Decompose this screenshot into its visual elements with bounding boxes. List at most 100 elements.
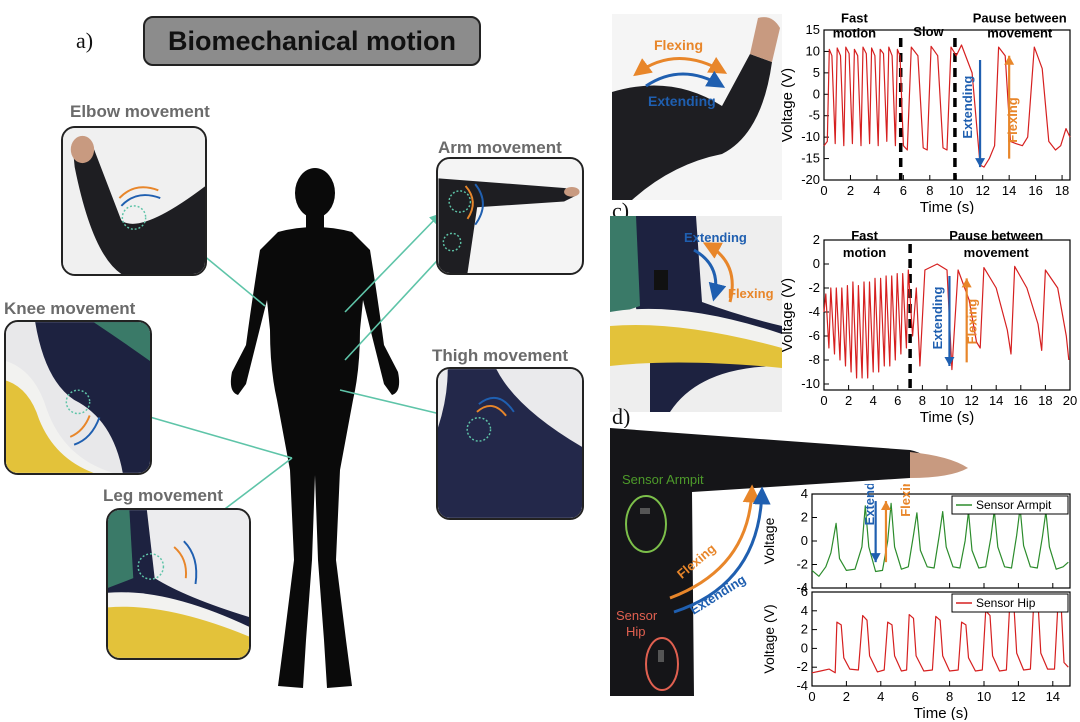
chart-c-arrow-head — [944, 357, 955, 366]
chart-b-annotation: Slow — [913, 24, 944, 39]
chart-d-hip-ytick-label: -4 — [796, 678, 808, 693]
arm-photo — [436, 157, 584, 275]
leg-photo — [106, 508, 251, 660]
chart-b-xtick-label: 6 — [900, 183, 907, 198]
knee-movement-label: Knee movement — [4, 299, 136, 318]
chart-b-annotation: movement — [987, 26, 1053, 41]
chart-b-ytick-label: 10 — [806, 43, 820, 58]
chart-d-hip-xtick-label: 6 — [912, 689, 919, 704]
chart-b-xtick-label: 8 — [926, 183, 933, 198]
chart-b-xtick-label: 14 — [1002, 183, 1016, 198]
photo-b-flexing-label: Flexing — [654, 37, 703, 53]
chart-b-xtick-label: 2 — [847, 183, 854, 198]
chart-d-armpit-arrow-label: Extending — [862, 484, 877, 525]
chart-c-xtick-label: 16 — [1014, 393, 1028, 408]
chart-c-ytick-label: -6 — [808, 328, 820, 343]
chart-b-series-line — [823, 44, 1071, 168]
chart-b-ytick-label: 5 — [813, 65, 820, 80]
chart-c-xtick-label: 20 — [1063, 393, 1077, 408]
chart-c-ytick-label: 2 — [813, 232, 820, 247]
sensor-hip-label-line2: Hip — [626, 624, 646, 639]
panel-a-letter: a) — [76, 28, 94, 53]
photo-b-extending-label: Extending — [648, 93, 716, 109]
chart-b-ytick-label: -20 — [801, 172, 820, 187]
elbow-movement-label: Elbow movement — [70, 102, 210, 121]
chart-b-xtick-label: 0 — [820, 183, 827, 198]
chart-d-armpit-arrow-head — [870, 553, 881, 563]
chart-c-ylabel: Voltage (V) — [780, 278, 796, 352]
chart-b-ytick-label: -15 — [801, 151, 820, 166]
chart-d-hip-legend-label: Sensor Hip — [976, 596, 1036, 610]
chart-b-ytick-label: 15 — [806, 22, 820, 37]
panel-a-diagram — [82, 168, 459, 688]
panel-d-letter: d) — [612, 404, 631, 429]
chart-c-ytick-label: -2 — [808, 280, 820, 295]
chart-c-annotation: movement — [964, 245, 1030, 260]
chart-c-arrow-head — [961, 278, 972, 288]
chart-d-armpit-legend-label: Sensor Armpit — [976, 498, 1052, 512]
chart-b-xtick-label: 4 — [873, 183, 880, 198]
photo-b: Flexing Extending — [612, 14, 782, 200]
chart-d-hip-ytick-label: 0 — [801, 640, 808, 655]
arm-movement-label: Arm movement — [438, 138, 562, 157]
knee-photo — [4, 320, 152, 475]
chart-d-armpit-series-line — [811, 502, 1069, 577]
sensor-armpit-label: Sensor Armpit — [622, 472, 704, 487]
chart-c-ytick-label: 0 — [813, 256, 820, 271]
chart-c-xtick-label: 2 — [845, 393, 852, 408]
chart-d-hip-xtick-label: 10 — [977, 689, 991, 704]
chart-c-xtick-label: 14 — [989, 393, 1003, 408]
figure-title: Biomechanical motion — [143, 16, 481, 66]
chart-c-plot-frame — [823, 239, 1071, 391]
chart-b-arrow-head — [1004, 55, 1015, 65]
chart-c-xtick-label: 12 — [964, 393, 978, 408]
chart-b-arrow-label: Flexing — [1005, 97, 1020, 143]
arm-connector-2 — [344, 249, 448, 361]
chart-d-armpit-ylabel: Voltage — [761, 517, 777, 564]
chart-b-arrow-label: Extending — [960, 76, 975, 139]
chart-d-hip-xtick-label: 2 — [843, 689, 850, 704]
chart-b-ytick-label: -10 — [801, 129, 820, 144]
chart-c-xtick-label: 6 — [894, 393, 901, 408]
leg-movement-label: Leg movement — [103, 486, 223, 505]
chart-b-xtick-label: 18 — [1055, 183, 1069, 198]
chart-c-xtick-label: 8 — [919, 393, 926, 408]
photo-c-flexing-label: Flexing — [728, 286, 774, 301]
chart-d-hip-xtick-label: 8 — [946, 689, 953, 704]
chart-d-armpit-legend-box — [951, 495, 1069, 515]
chart-d-hip-plot-frame — [811, 591, 1071, 687]
chart-d-armpit-arrow-label: Flexing — [898, 484, 913, 517]
chart-b-ytick-label: 0 — [813, 86, 820, 101]
photo-d: Sensor Armpit Sensor Hip Flexing Extendi… — [610, 428, 974, 696]
chart-b-xtick-label: 12 — [975, 183, 989, 198]
chart-d-hip-xtick-label: 14 — [1046, 689, 1060, 704]
chart-c-ytick-label: -4 — [808, 304, 820, 319]
chart-d-hip-ytick-label: 2 — [801, 622, 808, 637]
chart-d-armpit-ytick-label: -2 — [796, 557, 808, 572]
photo-c-extending-label: Extending — [684, 230, 747, 245]
chart-c-xtick-label: 0 — [820, 393, 827, 408]
elbow-photo — [61, 126, 207, 276]
chart-c-ytick-label: -8 — [808, 352, 820, 367]
thigh-movement-label: Thigh movement — [432, 346, 569, 365]
chart-b-xtick-label: 16 — [1028, 183, 1042, 198]
thigh-photo — [436, 367, 584, 520]
chart-c-annotation: motion — [843, 245, 886, 260]
chart-c-xtick-label: 18 — [1038, 393, 1052, 408]
chart-d-xlabel: Time (s) — [914, 705, 968, 720]
chart-c-arrow-label: Flexing — [965, 299, 980, 345]
chart-b-ytick-label: -5 — [808, 108, 820, 123]
photo-c: Extending Flexing — [610, 216, 782, 412]
human-silhouette — [230, 168, 400, 688]
chart-c-xlabel: Time (s) — [920, 409, 974, 426]
chart-b-annotation: motion — [833, 26, 876, 41]
chart-b-xlabel: Time (s) — [920, 199, 974, 214]
chart-b-plot-frame — [823, 29, 1071, 181]
chart-d-hip-xtick-label: 12 — [1011, 689, 1025, 704]
chart-b-annotation: Pause between — [973, 10, 1067, 25]
chart-c-arrow-label: Extending — [930, 287, 945, 350]
chart-b-ylabel: Voltage (V) — [780, 68, 796, 142]
